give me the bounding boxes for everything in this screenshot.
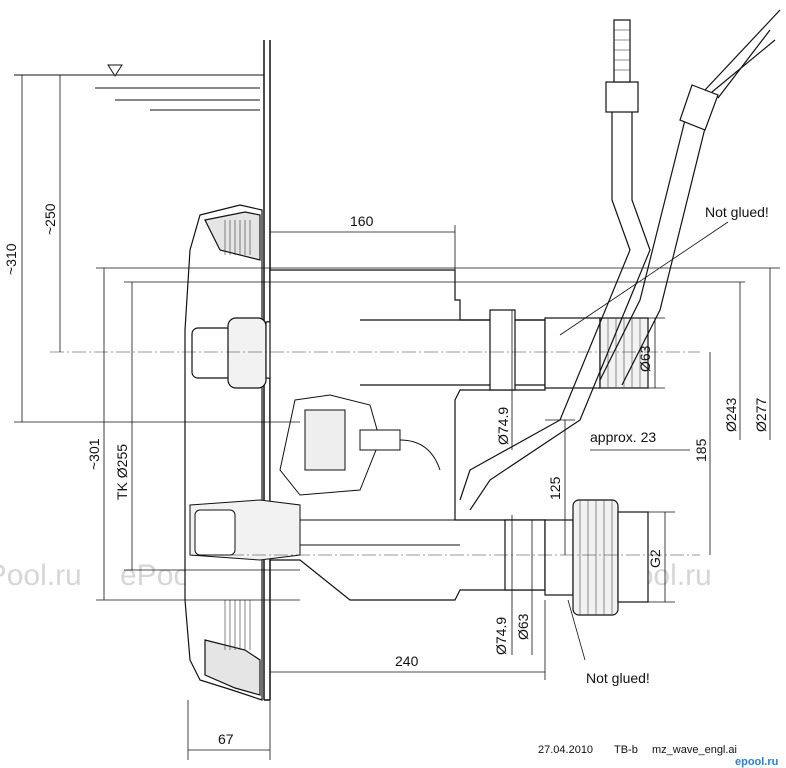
footer-code: TB-b [614, 744, 638, 756]
footer-date: 27.04.2010 [538, 744, 593, 756]
dim-g2: G2 [647, 549, 663, 568]
footer: 27.04.2010 TB-b mz_wave_engl.ai epool.ru [538, 744, 778, 768]
footer-file: mz_wave_engl.ai [652, 744, 737, 756]
dim-240: 240 [395, 653, 419, 669]
dim-160: 160 [350, 213, 374, 229]
dim-310: ~310 [3, 243, 19, 275]
dimension-labels: 160 240 67 ~310 ~250 ~301 TK Ø255 Ø63 Ø7… [3, 203, 769, 747]
dim-301: ~301 [86, 438, 102, 470]
internal-components [189, 394, 460, 561]
dim-125: 125 [547, 476, 563, 500]
dim-d63-top: Ø63 [637, 345, 653, 372]
center-lines [50, 351, 700, 556]
watermark-1: ePool.ru [0, 559, 82, 592]
dim-250: ~250 [42, 203, 58, 235]
dim-d243: Ø243 [723, 398, 739, 432]
upper-pipe [544, 317, 649, 389]
cable-conduits [459, 9, 781, 511]
front-cover [184, 204, 263, 701]
note-not-glued-bottom: Not glued! [586, 670, 650, 686]
note-not-glued-top: Not glued! [705, 204, 769, 220]
lower-pipe [544, 499, 649, 616]
dim-d63-bottom: Ø63 [515, 613, 531, 640]
dim-approx-23: approx. 23 [590, 429, 656, 445]
water-level [14, 64, 264, 111]
dimension-lines [14, 75, 780, 760]
dim-tk255: TK Ø255 [114, 444, 130, 500]
dim-d74-9-bottom: Ø74.9 [493, 617, 509, 655]
dim-d74-9-top: Ø74.9 [495, 407, 511, 445]
dim-d277: Ø277 [753, 398, 769, 432]
dim-67: 67 [218, 731, 234, 747]
dim-185: 185 [693, 438, 709, 462]
watermark-logo: epool.ru [735, 756, 778, 768]
